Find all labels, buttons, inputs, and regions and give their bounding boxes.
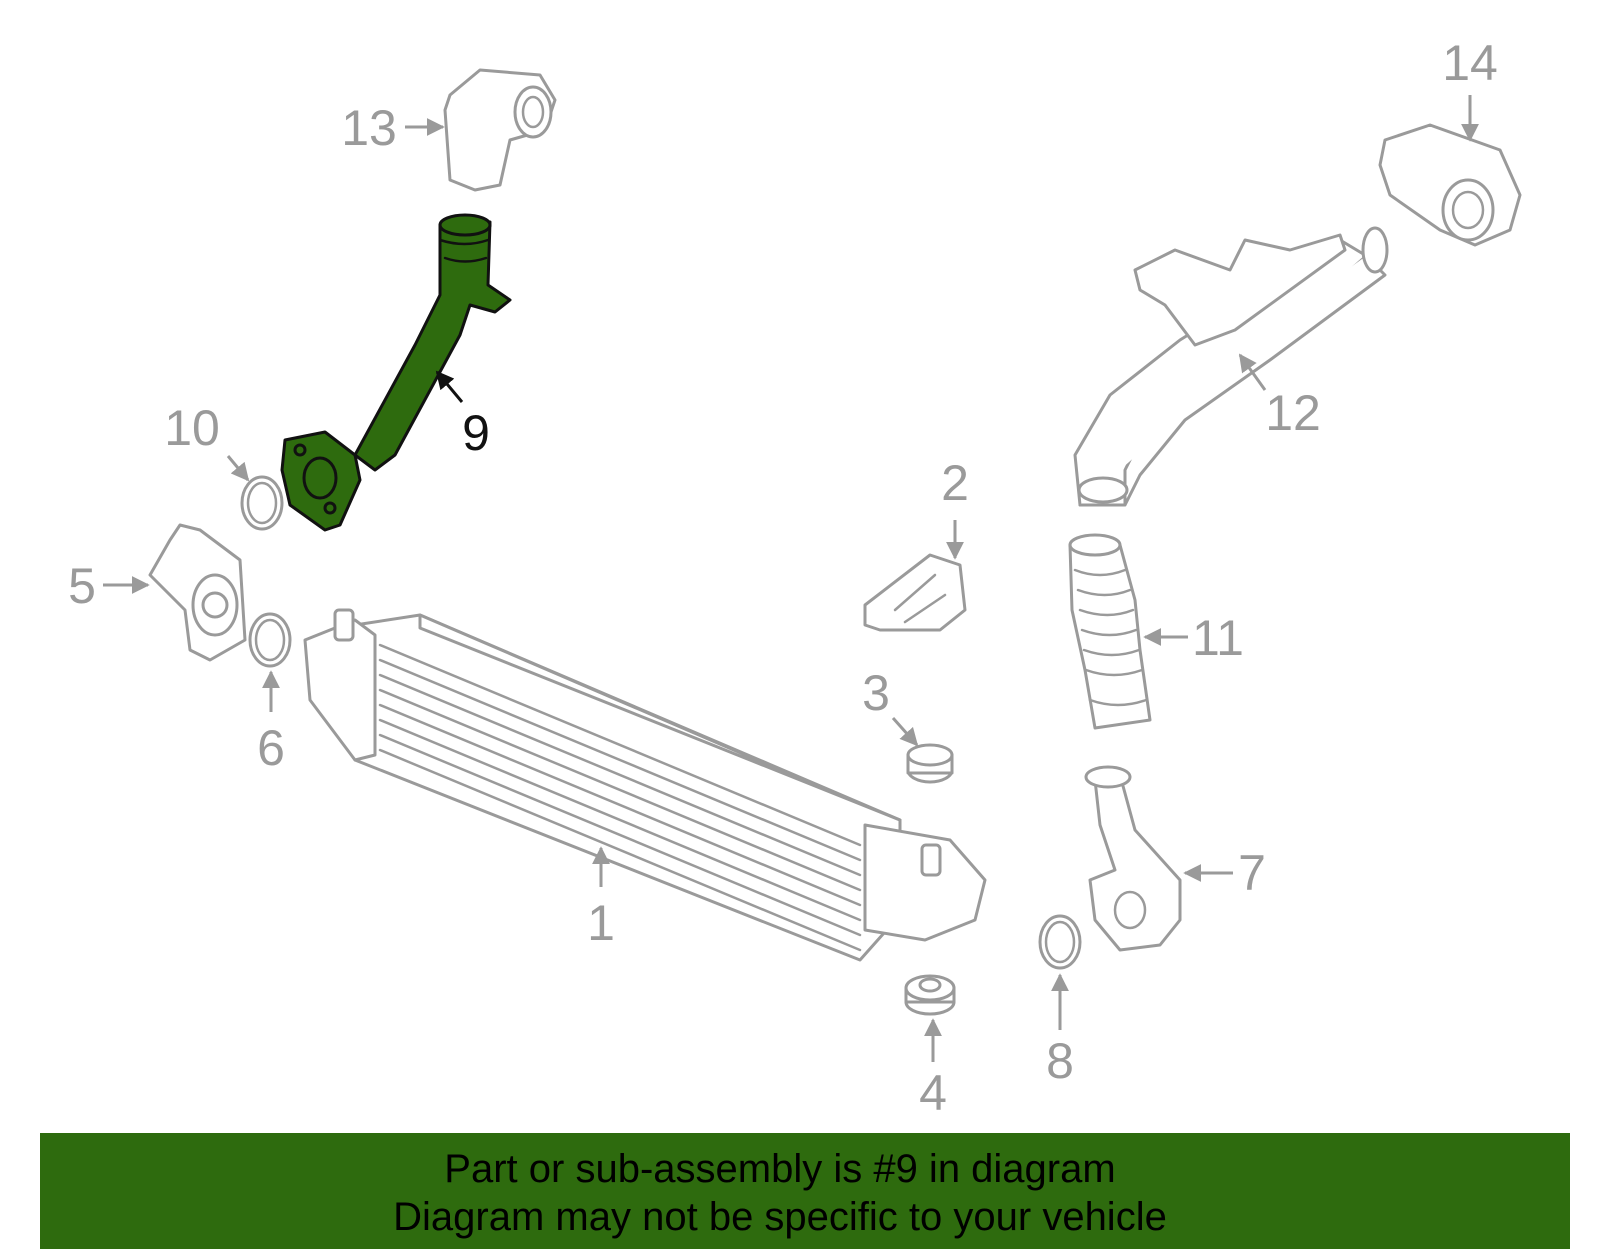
pipe-part-7 bbox=[1084, 765, 1182, 952]
callout-2: 2 bbox=[941, 455, 969, 511]
mount-part-4 bbox=[904, 974, 956, 1016]
bracket-part-2 bbox=[863, 553, 967, 632]
mount-part-3 bbox=[906, 743, 954, 784]
leader-arrows bbox=[103, 95, 1479, 1062]
callout-11: 11 bbox=[1192, 610, 1244, 666]
banner-line-disclaimer: Diagram may not be specific to your vehi… bbox=[393, 1195, 1167, 1239]
callout-5: 5 bbox=[68, 558, 96, 614]
flange-part-5 bbox=[148, 523, 247, 662]
callout-8: 8 bbox=[1046, 1033, 1074, 1089]
callout-13: 13 bbox=[341, 100, 397, 156]
elbow-part-13 bbox=[443, 68, 557, 192]
callout-labels: 1 2 3 4 5 6 7 8 9 10 11 12 13 14 bbox=[68, 35, 1498, 1121]
callout-4: 4 bbox=[919, 1065, 947, 1121]
pipe-part-12 bbox=[1073, 226, 1389, 507]
hose-part-11 bbox=[1068, 533, 1152, 730]
callout-1: 1 bbox=[587, 895, 615, 951]
banner-line-part-info: Part or sub-assembly is #9 in diagram bbox=[444, 1147, 1116, 1191]
intercooler-part-1 bbox=[303, 608, 987, 962]
clamp-part-6 bbox=[248, 612, 292, 668]
callout-6: 6 bbox=[257, 720, 285, 776]
info-banner: Part or sub-assembly is #9 in diagram Di… bbox=[40, 1133, 1570, 1249]
callout-10: 10 bbox=[164, 400, 220, 456]
pipe-part-9-highlighted bbox=[280, 213, 512, 532]
callout-3: 3 bbox=[862, 665, 890, 721]
callout-7: 7 bbox=[1238, 845, 1266, 901]
clamp-part-10 bbox=[240, 475, 284, 531]
callout-9: 9 bbox=[462, 405, 490, 461]
callout-12: 12 bbox=[1265, 385, 1321, 441]
callout-14: 14 bbox=[1442, 35, 1498, 91]
coupler-part-14 bbox=[1378, 123, 1522, 247]
clamp-part-8 bbox=[1038, 914, 1082, 970]
